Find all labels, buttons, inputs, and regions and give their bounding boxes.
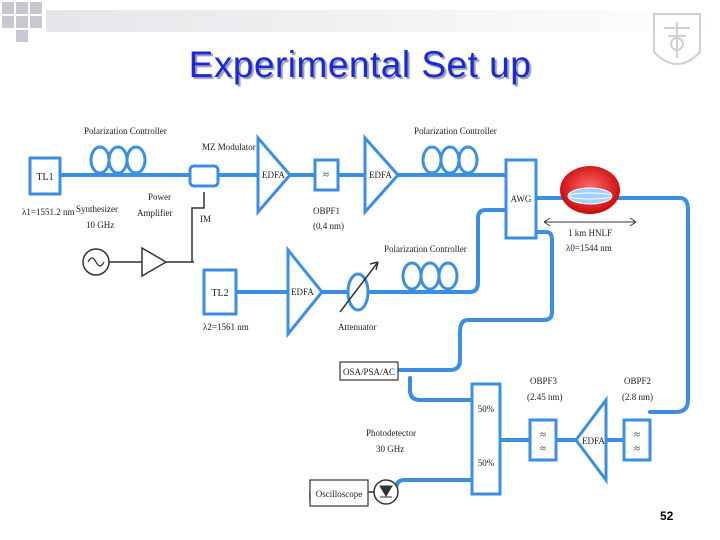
edfa2-label: EDFA — [369, 170, 392, 180]
amplifier-label: Amplifier — [137, 208, 173, 218]
svg-text:≈: ≈ — [634, 443, 640, 455]
oscilloscope-box — [309, 479, 369, 507]
fiber-coupler-to-osa — [408, 376, 474, 402]
wire-amp-to-mz — [191, 192, 205, 262]
photodetector-label: Photodetector — [366, 428, 416, 438]
tl1-label: TL1 — [36, 172, 53, 183]
laser-tl1 — [28, 156, 62, 196]
im-label: IM — [200, 214, 211, 224]
obpf2-label: OBPF2 — [624, 376, 651, 386]
corner-squares — [2, 2, 42, 42]
header-band — [46, 10, 720, 32]
power-amplifier — [141, 246, 168, 278]
split1-label: 50% — [478, 404, 495, 414]
lambda2-label: λ2=1561 nm — [203, 322, 249, 332]
svg-text:≈: ≈ — [323, 169, 329, 181]
slide-title: Experimental Set up — [188, 44, 532, 85]
pc1-label: Polarization Controller — [84, 126, 167, 136]
electrical-lines — [108, 192, 374, 500]
awg-label: AWG — [511, 194, 532, 204]
edfa-1 — [256, 133, 292, 217]
fiber-awg-to-osa — [396, 230, 554, 372]
obpf2-bw-label: (2.8 nm) — [622, 392, 653, 402]
polarization-controller-1 — [89, 145, 147, 175]
obpf3-bw-label: (2.45 nm) — [527, 392, 563, 402]
mz-label: MZ Modulator — [202, 142, 256, 152]
hnlf-spool-icon — [560, 166, 620, 214]
polarization-controller-2 — [421, 145, 479, 175]
obpf-1 — [313, 158, 340, 192]
fiber-edfa3-to-awg — [318, 208, 508, 294]
pc3-label: Polarization Controller — [384, 244, 467, 254]
edfa4-label: EDFA — [582, 436, 605, 446]
synthesizer-label: Synthesizer — [76, 204, 118, 214]
attenuator-label: Attenuator — [338, 322, 377, 332]
obpf1-label: OBPF1 — [313, 206, 340, 216]
university-logo-icon — [653, 13, 701, 65]
edfa3-label: EDFA — [291, 287, 314, 297]
osa-label: OSA/PSA/AC — [343, 367, 395, 377]
page-number: 52 — [660, 509, 674, 523]
obpf-3 — [528, 418, 558, 462]
synth-freq-label: 10 GHz — [86, 220, 114, 230]
power-label: Power — [148, 192, 171, 202]
edfa1-label: EDFA — [262, 170, 285, 180]
optical-fibers — [58, 173, 690, 498]
polarization-controller-3 — [401, 261, 459, 291]
edfa-4 — [574, 395, 608, 485]
edfa-3 — [286, 245, 324, 339]
attenuator — [346, 272, 370, 312]
hnlf-label: 1 km HNLF — [568, 228, 612, 238]
laser-tl2 — [202, 268, 238, 316]
edfa-2 — [363, 134, 401, 216]
oscilloscope-label: Oscilloscope — [316, 489, 363, 499]
coupler — [470, 382, 502, 496]
svg-text:≈: ≈ — [634, 429, 640, 441]
svg-text:≈: ≈ — [540, 443, 546, 455]
lambda1-label: λ1=1551.2 nm — [22, 207, 74, 217]
svg-text:≈: ≈ — [540, 429, 546, 441]
obpf3-label: OBPF3 — [530, 376, 558, 386]
split2-label: 50% — [478, 458, 495, 468]
mz-modulator — [188, 164, 220, 188]
awg — [504, 158, 538, 240]
obpf-2 — [622, 418, 652, 462]
lambda0-label: λ0=1544 nm — [566, 243, 612, 253]
pc2-label: Polarization Controller — [414, 126, 497, 136]
osa-box — [339, 361, 399, 381]
fiber-coupler-to-pd — [394, 478, 474, 498]
pd-freq-label: 30 GHz — [376, 444, 404, 454]
fiber-awg-to-hnlf — [534, 196, 690, 414]
obpf1-bw-label: (0.4 nm) — [313, 221, 344, 231]
tl2-label: TL2 — [211, 288, 228, 299]
